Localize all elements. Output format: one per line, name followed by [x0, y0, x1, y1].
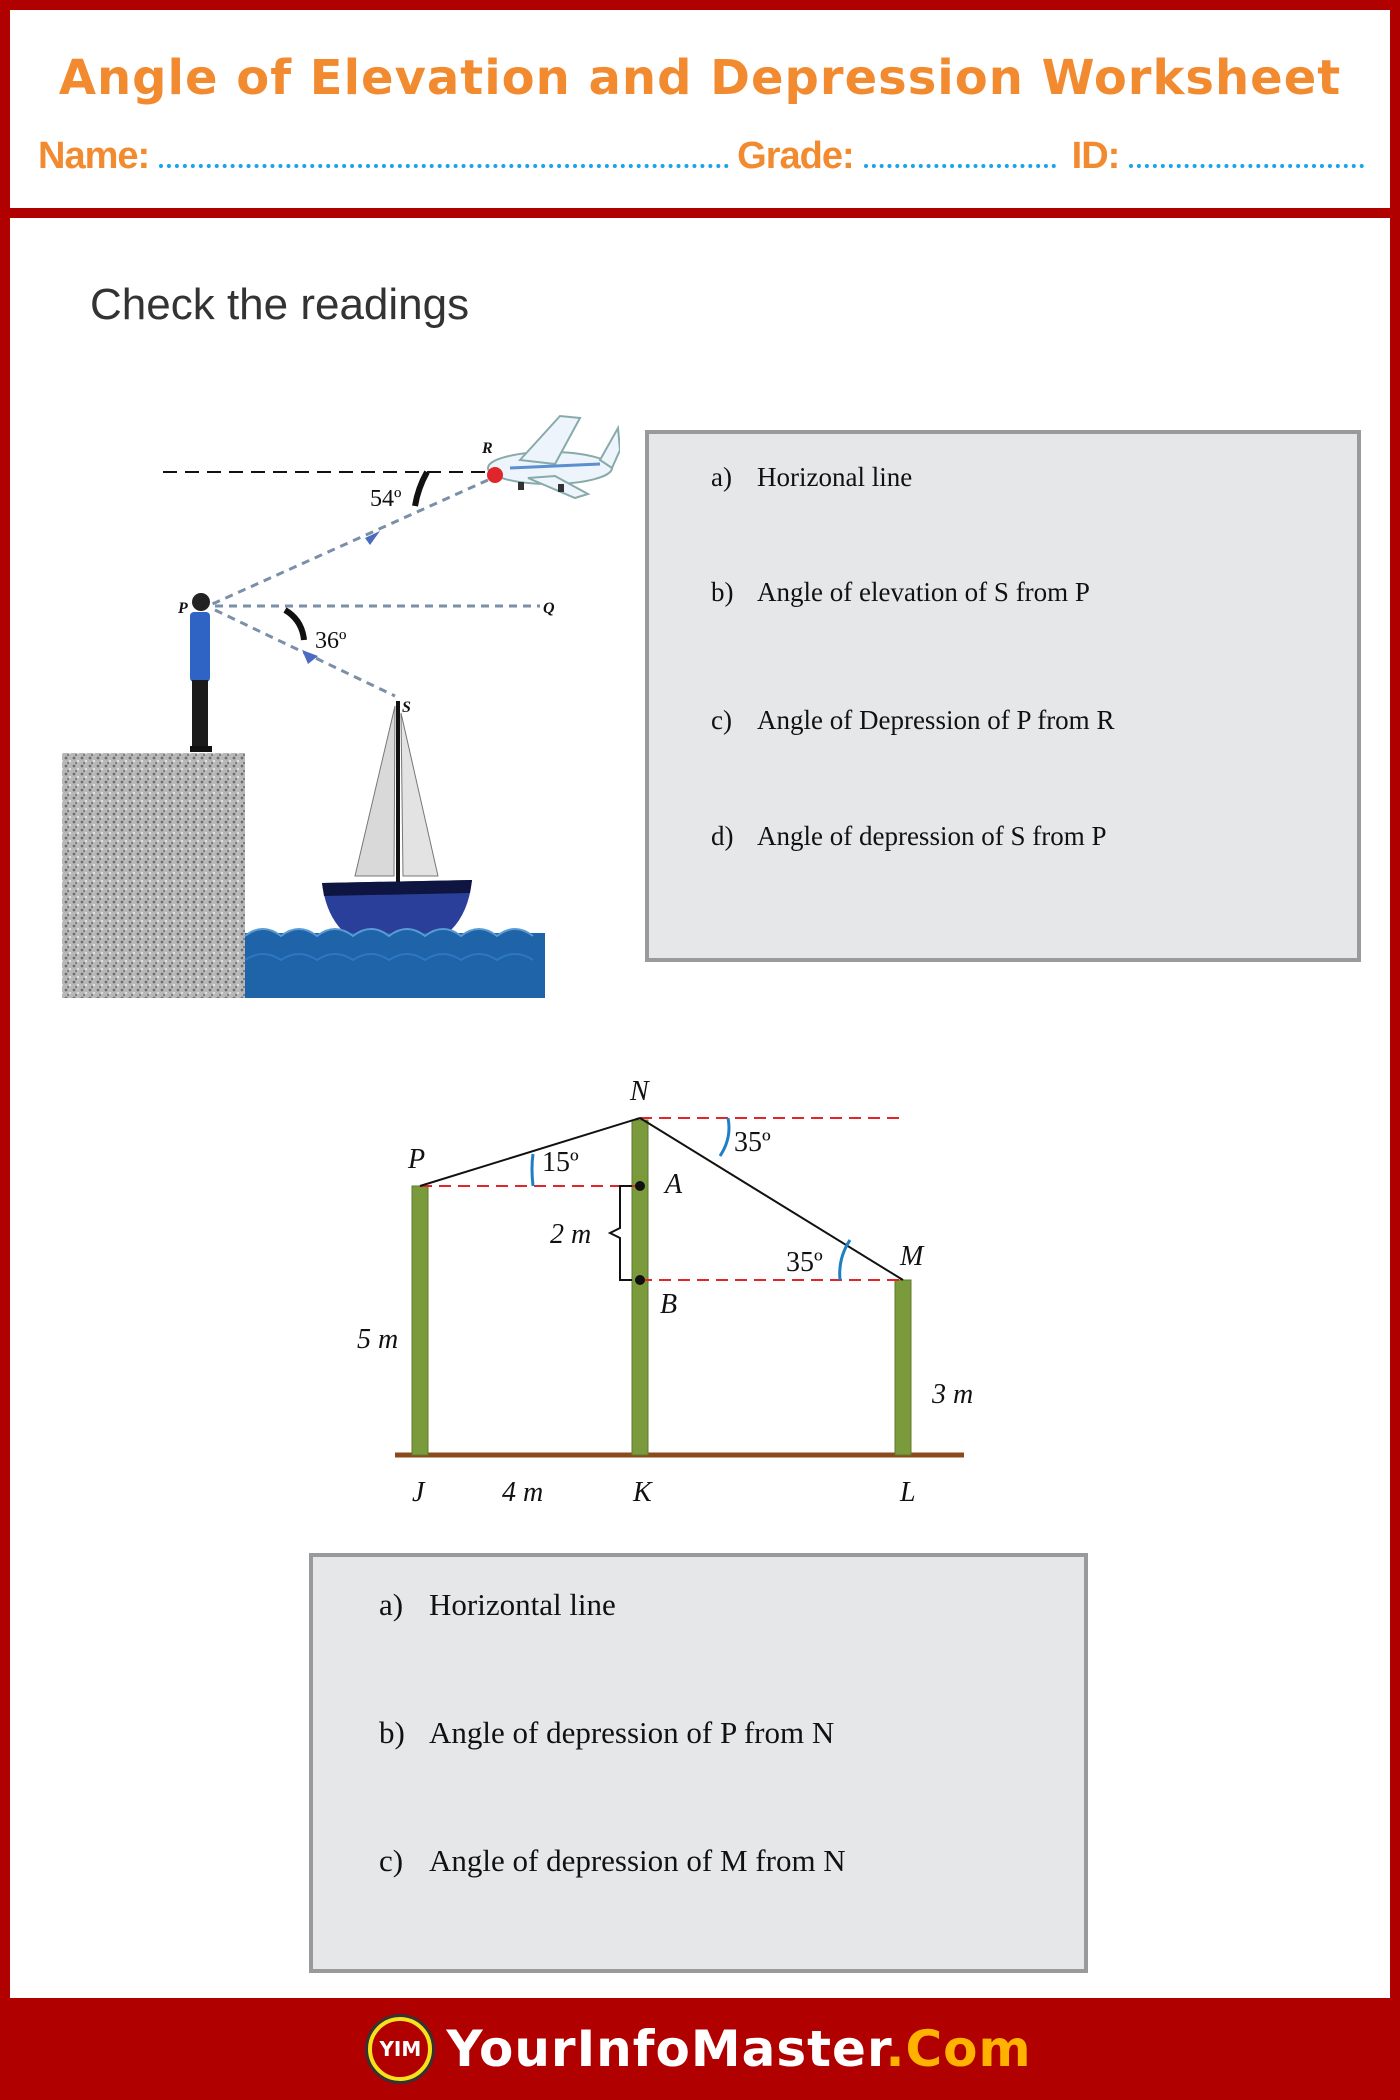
grade-field[interactable] [863, 164, 1056, 168]
point-p2-label: P [407, 1144, 425, 1175]
worksheet-header: Angle of Elevation and Depression Worksh… [10, 10, 1390, 208]
observer-person-icon [190, 593, 212, 752]
point-l-label: L [899, 1477, 916, 1508]
answer-box-2: a) Horizontal line b) Angle of depressio… [309, 1553, 1088, 1973]
point-a-label: A [663, 1169, 683, 1200]
point-j-label: J [412, 1477, 426, 1508]
length-ml-label: 3 m [931, 1379, 973, 1410]
point-s-label: S [402, 699, 411, 716]
angle-54-label: 54º [370, 486, 402, 512]
list-item: b) Angle of elevation of S from P [711, 577, 1090, 607]
point-p-label: P [177, 600, 188, 617]
id-field[interactable] [1129, 164, 1364, 168]
pole-pj [411, 1185, 429, 1456]
point-b-label: B [660, 1289, 677, 1320]
elevation-depression-figure: R 54º P Q 36º S [62, 414, 620, 998]
list-item: a) Horizonal line [711, 462, 913, 492]
length-pj-label: 5 m [357, 1324, 398, 1355]
cliff-rock [62, 753, 245, 998]
point-r-label: R [481, 440, 493, 457]
angle-35-m-label: 35º [786, 1247, 823, 1278]
student-fields: Name: Grade: ID: [38, 128, 1372, 178]
list-item: a) Horizontal line [379, 1587, 616, 1622]
angle-15-label: 15º [542, 1147, 579, 1178]
pole-ml [894, 1279, 912, 1456]
length-ab-label: 2 m [550, 1219, 591, 1250]
airplane-icon [487, 414, 620, 500]
pole-nk [631, 1119, 649, 1456]
worksheet-title: Angle of Elevation and Depression Worksh… [58, 50, 1342, 106]
site-footer: YIM YourInfoMaster.Com [0, 1998, 1400, 2100]
angle-36-label: 36º [315, 628, 347, 654]
poles-diagram: N P A B M J K L 2 m 5 m 4 m 3 m 15º 35º … [357, 1076, 973, 1508]
sailboat-icon [322, 701, 472, 951]
angle-35-top-label: 35º [734, 1127, 771, 1158]
id-label: ID: [1071, 135, 1121, 177]
worksheet-body: Check the readings R 54º [10, 218, 1390, 1998]
point-m-label: M [899, 1241, 925, 1272]
point-q-label: Q [543, 600, 555, 617]
brand-link[interactable]: YourInfoMaster.Com [446, 2020, 1032, 2078]
list-item: c) Angle of depression of M from N [379, 1843, 846, 1878]
length-jk-label: 4 m [502, 1477, 543, 1508]
water-waves [244, 928, 545, 998]
answer-box-1: a) Horizonal line b) Angle of elevation … [645, 430, 1361, 962]
list-item: d) Angle of depression of S from P [711, 821, 1107, 851]
point-k-label: K [632, 1477, 653, 1508]
name-label: Name: [38, 135, 150, 177]
yim-logo-icon[interactable]: YIM [368, 2017, 433, 2081]
grade-label: Grade: [737, 135, 854, 177]
list-item: b) Angle of depression of P from N [379, 1715, 835, 1750]
section-heading: Check the readings [90, 280, 470, 329]
point-n-label: N [629, 1076, 650, 1107]
list-item: c) Angle of Depression of P from R [711, 705, 1115, 735]
name-field[interactable] [159, 164, 730, 168]
